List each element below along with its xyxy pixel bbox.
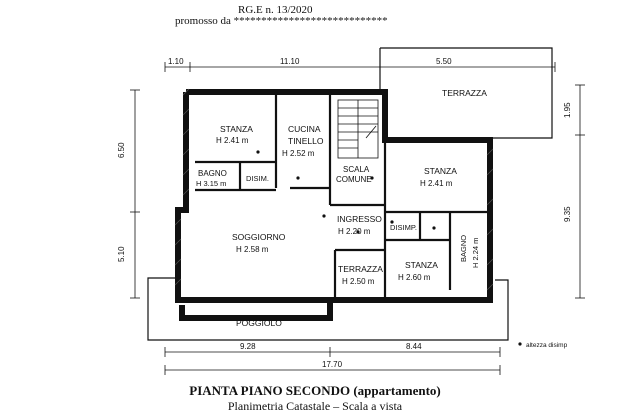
room-tinello-name: TINELLO <box>288 136 324 146</box>
room-soggiorno-height: H 2.58 m <box>236 245 269 254</box>
room-terrazza-top: TERRAZZA <box>442 88 487 98</box>
room-stanza-2-height: H 2.41 m <box>420 179 453 188</box>
room-stanza-1-height: H 2.41 m <box>216 136 249 145</box>
room-ingresso-height: H 2.20 m <box>338 227 371 236</box>
dim-top-left: 1.10 <box>168 57 184 66</box>
room-terrazza-mid-name: TERRAZZA <box>338 264 383 274</box>
room-stanza-2-name: STANZA <box>424 166 457 176</box>
case-number: RG.E n. 13/2020 <box>238 4 313 16</box>
room-disim-1: DISIM. <box>246 174 269 183</box>
dim-top-right: 5.50 <box>436 57 452 66</box>
plan-subtitle: Planimetria Catastale – Scala a vista <box>227 399 403 413</box>
room-poggiolo: POGGIOLO <box>236 318 282 328</box>
height-markers <box>256 150 522 346</box>
dim-left-lower: 5.10 <box>117 246 126 262</box>
room-ingresso-name: INGRESSO <box>337 214 382 224</box>
dim-right-lower: 9.35 <box>563 206 572 222</box>
wall-hatch <box>174 88 494 291</box>
dim-bottom-total: 17.70 <box>322 360 343 369</box>
dim-bottom-left: 9.28 <box>240 342 256 351</box>
room-stanza-3-name: STANZA <box>405 260 438 270</box>
plan-title: PIANTA PIANO SECONDO (appartamento) <box>189 383 441 398</box>
room-stanza-1-name: STANZA <box>220 124 253 134</box>
room-disimp-2: DISIMP. <box>390 223 417 232</box>
staircase <box>337 99 379 159</box>
room-bagno-2-height: H 2.24 m <box>471 238 480 268</box>
room-terrazza-mid-height: H 2.50 m <box>342 277 375 286</box>
dim-left-upper: 6.50 <box>117 142 126 158</box>
room-stanza-3-height: H 2.60 m <box>398 273 431 282</box>
left-dimension-line <box>130 89 140 299</box>
room-bagno-1-name: BAGNO <box>198 169 227 178</box>
top-terrace-outline <box>379 47 553 139</box>
room-scala-sub: COMUNE <box>336 175 372 184</box>
interior-walls <box>195 92 490 300</box>
room-cucina-height: H 2.52 m <box>282 149 315 158</box>
top-dimension-line <box>164 62 556 72</box>
right-dimension-line <box>575 84 585 299</box>
dim-bottom-right: 8.44 <box>406 342 422 351</box>
promoted-by: promosso da **************************** <box>175 15 388 27</box>
dim-right-upper: 1.95 <box>563 102 572 118</box>
room-cucina-name: CUCINA <box>288 124 321 134</box>
room-scala-name: SCALA <box>343 165 370 174</box>
outer-walls <box>175 89 493 321</box>
room-bagno-1-height: H 3.15 m <box>196 179 226 188</box>
room-soggiorno-name: SOGGIORNO <box>232 232 286 242</box>
bottom-dimension-line <box>164 347 501 375</box>
balcony-outline <box>147 277 509 341</box>
legend-altezza: altezza disimp <box>526 342 568 349</box>
dim-top-mid: 11.10 <box>280 57 300 66</box>
room-bagno-2-name: BAGNO <box>459 235 468 262</box>
